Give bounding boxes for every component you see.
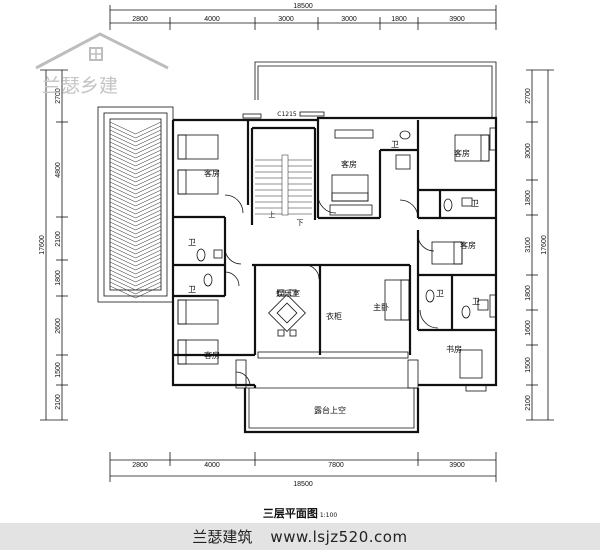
left-dim-3: 2100 bbox=[55, 231, 62, 247]
bath-label-6: 卫 bbox=[472, 297, 480, 306]
right-dim-1: 2700 bbox=[525, 88, 532, 104]
terrace bbox=[235, 359, 420, 434]
floor-plan-drawing: 18500 2800 4000 3000 3000 1800 3900 2800… bbox=[39, 3, 554, 488]
right-dim-8: 2100 bbox=[525, 395, 532, 411]
left-total-dim: 17600 bbox=[39, 235, 46, 255]
guest-room-label-4: 客房 bbox=[460, 240, 476, 250]
top-dim-5: 1800 bbox=[391, 16, 407, 23]
window-code-label: C1215 bbox=[277, 111, 297, 118]
doors bbox=[224, 194, 439, 387]
right-total-dim: 17600 bbox=[541, 235, 548, 255]
left-dimension-lines: 2700 4800 2100 1800 2600 1500 2100 17600 bbox=[39, 69, 68, 421]
bottom-dimension-lines: 2800 4000 7800 3900 18500 bbox=[109, 452, 497, 488]
drawing-title-text: 三层平面图 bbox=[262, 507, 318, 520]
top-dimension-lines: 18500 2800 4000 3000 3000 1800 3900 bbox=[109, 3, 497, 30]
interior-walls bbox=[173, 120, 496, 357]
right-dim-4: 3100 bbox=[525, 237, 532, 253]
study-label: 书房 bbox=[446, 344, 462, 354]
top-total-dim: 18500 bbox=[293, 3, 313, 10]
right-dim-7: 1500 bbox=[525, 357, 532, 373]
stair-up-label: 上 bbox=[269, 210, 276, 219]
watermark-roof-icon: 兰瑟乡建 bbox=[35, 32, 169, 97]
watermark-text: 兰瑟乡建 bbox=[42, 75, 118, 97]
guest-room-label-3: 客房 bbox=[454, 148, 470, 158]
right-dimension-lines: 2700 3000 1800 3100 1800 1600 1500 2100 … bbox=[525, 69, 554, 421]
left-dim-5: 2600 bbox=[55, 318, 62, 334]
roof-outline bbox=[254, 61, 497, 118]
study-desk bbox=[459, 349, 483, 379]
guest-room-label-1: 客房 bbox=[204, 168, 220, 178]
right-dim-2: 3000 bbox=[525, 143, 532, 159]
left-dim-2: 4800 bbox=[55, 162, 62, 178]
bottom-dim-1: 2800 bbox=[132, 462, 148, 469]
brand-watermark: 兰瑟乡建 bbox=[28, 26, 178, 106]
bottom-dim-3: 7800 bbox=[328, 462, 344, 469]
footer-brand: 兰瑟建筑 bbox=[192, 528, 253, 546]
bath-label-5: 卫 bbox=[436, 289, 444, 298]
terrace-label: 露台上空 bbox=[314, 405, 346, 415]
left-dim-1: 2700 bbox=[55, 88, 62, 104]
left-dim-7: 2100 bbox=[55, 394, 62, 410]
bath-label-4: 卫 bbox=[471, 199, 479, 208]
bottom-dim-4: 3900 bbox=[449, 462, 465, 469]
left-dim-6: 1500 bbox=[55, 362, 62, 378]
top-dim-6: 3900 bbox=[449, 16, 465, 23]
right-dim-6: 1600 bbox=[525, 320, 532, 336]
footer-url[interactable]: www.lsjz520.com bbox=[270, 527, 408, 546]
bath-label-2: 卫 bbox=[188, 285, 196, 294]
right-dim-3: 1800 bbox=[525, 190, 532, 206]
left-sloped-roof bbox=[97, 106, 174, 303]
top-dim-1: 2800 bbox=[132, 16, 148, 23]
entertainment-room-label: 娱乐室 bbox=[276, 288, 300, 298]
bath-label-3: 卫 bbox=[391, 140, 399, 149]
bottom-total-dim: 18500 bbox=[293, 481, 313, 488]
master-bedroom-label: 主卧 bbox=[373, 302, 389, 312]
guest-room-label-5: 客房 bbox=[204, 350, 220, 360]
stair-down-label: 下 bbox=[297, 219, 304, 227]
right-dim-5: 1800 bbox=[525, 285, 532, 301]
drawing-scale: 1:100 bbox=[319, 512, 338, 519]
game-table bbox=[268, 289, 306, 337]
top-dim-2: 4000 bbox=[204, 16, 220, 23]
closet-label: 衣柜 bbox=[326, 311, 342, 321]
footer-bar: 兰瑟建筑 www.lsjz520.com bbox=[0, 523, 600, 550]
staircase bbox=[255, 154, 312, 216]
room-labels: C1215 客房 客房 客房 客房 客房 卫 卫 卫 卫 卫 卫 上 下 娱乐室… bbox=[188, 111, 480, 415]
guest-room-label-2: 客房 bbox=[341, 159, 357, 169]
windows bbox=[242, 111, 497, 392]
bath-label-1: 卫 bbox=[188, 238, 196, 247]
top-dim-4: 3000 bbox=[341, 16, 357, 23]
bottom-dim-2: 4000 bbox=[204, 462, 220, 469]
bathroom-fixtures bbox=[196, 130, 489, 319]
top-dim-3: 3000 bbox=[278, 16, 294, 23]
left-dim-4: 1800 bbox=[55, 270, 62, 286]
beds bbox=[177, 129, 490, 365]
